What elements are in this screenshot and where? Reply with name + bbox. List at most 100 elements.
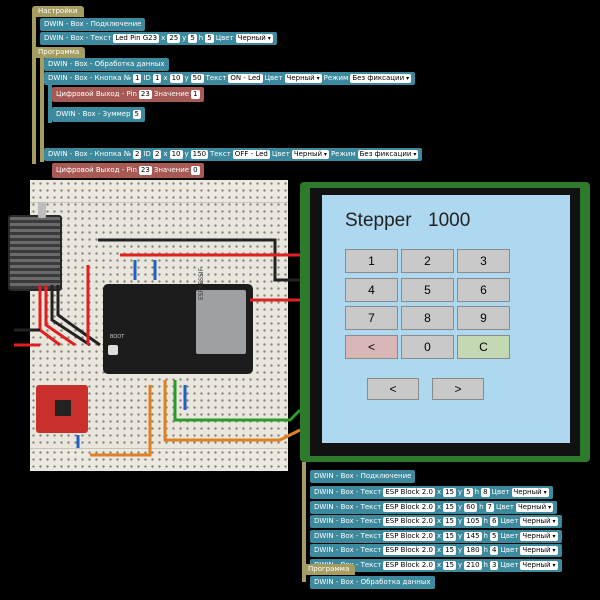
x-field[interactable]: 15 — [443, 488, 457, 497]
pin-field[interactable]: 23 — [138, 90, 152, 99]
hmi-key-4[interactable]: 4 — [345, 277, 398, 302]
h-field[interactable]: 4 — [489, 546, 499, 555]
color-dropdown[interactable]: Черный — [520, 546, 558, 555]
settings-header[interactable]: Настройки — [32, 6, 84, 17]
rail — [48, 85, 52, 123]
hmi-key-5[interactable]: 5 — [401, 277, 454, 302]
color-dropdown[interactable]: Черный — [291, 150, 329, 159]
x-field[interactable]: 15 — [443, 531, 457, 541]
connect-block[interactable]: DWIN - Box - Подключение — [40, 18, 146, 31]
h-field[interactable]: 5 — [205, 34, 214, 43]
hmi-value: 1000 — [428, 210, 471, 231]
num-field[interactable]: 2 — [133, 150, 142, 159]
text-field[interactable]: ON - Led — [228, 74, 263, 83]
x-field[interactable]: 25 — [167, 34, 181, 43]
x-field[interactable]: 15 — [443, 560, 457, 570]
data-handler-block-2[interactable]: DWIN - Box - Обработка данных — [310, 576, 435, 589]
hmi-key-clear[interactable]: C — [457, 334, 510, 359]
h-field[interactable]: 7 — [485, 502, 494, 512]
value-field[interactable]: 0 — [191, 166, 200, 175]
color-dropdown[interactable]: Черный — [515, 502, 554, 512]
font-field[interactable]: ESP Block 2.0 — [383, 517, 435, 526]
hmi-key-6[interactable]: 6 — [457, 277, 510, 302]
x-field[interactable]: 15 — [443, 517, 457, 526]
connect-block-2[interactable]: DWIN - Box - Подключение — [310, 470, 416, 483]
boot-button — [108, 345, 118, 355]
hmi-key-1[interactable]: 1 — [345, 249, 398, 273]
hmi-nav-prev-button[interactable]: < — [367, 378, 419, 400]
hmi-key-0[interactable]: 0 — [401, 334, 454, 359]
y-field[interactable]: 5 — [188, 34, 197, 43]
boot-label: BOOT — [110, 334, 125, 340]
driver-chip — [55, 400, 71, 416]
esp32-module — [196, 290, 246, 354]
font-field[interactable]: Led Pin G23 — [113, 34, 160, 43]
color-dropdown[interactable]: Черный — [235, 34, 273, 43]
hmi-nav-next-button[interactable]: > — [432, 378, 484, 400]
h-field[interactable]: 6 — [489, 517, 499, 526]
color-dropdown[interactable]: Черный — [520, 560, 558, 570]
y-field[interactable]: 210 — [464, 560, 482, 570]
num-field[interactable]: 1 — [133, 74, 142, 83]
font-field[interactable]: ESP Block 2.0 — [383, 560, 435, 570]
text-field[interactable]: OFF - Led — [232, 150, 270, 159]
rail — [40, 58, 44, 162]
font-field[interactable]: ESP Block 2.0 — [383, 488, 435, 497]
mode-dropdown[interactable]: Без фиксации — [357, 150, 419, 159]
value-field[interactable]: 1 — [191, 90, 200, 99]
data-handler-block[interactable]: DWIN - Box - Обработка данных — [44, 58, 169, 71]
h-field[interactable]: 3 — [489, 560, 499, 570]
breadboard-rail-top — [30, 180, 288, 203]
hmi-key-back[interactable]: < — [345, 334, 398, 359]
y-field[interactable]: 50 — [190, 74, 204, 83]
rail — [32, 16, 36, 164]
id-field[interactable]: 2 — [152, 150, 162, 159]
x-field[interactable]: 10 — [169, 74, 183, 83]
hmi-key-3[interactable]: 3 — [457, 249, 510, 273]
y-field[interactable]: 105 — [464, 517, 482, 526]
hmi-key-2[interactable]: 2 — [401, 249, 454, 273]
color-dropdown[interactable]: Черный — [520, 517, 558, 526]
hmi-key-9[interactable]: 9 — [457, 306, 510, 330]
h-field[interactable]: 8 — [481, 488, 490, 497]
color-dropdown[interactable]: Черный — [284, 74, 322, 83]
y-field[interactable]: 5 — [464, 488, 473, 497]
x-field[interactable]: 15 — [443, 502, 457, 512]
y-field[interactable]: 150 — [190, 150, 209, 159]
program-header[interactable]: Программа — [32, 47, 86, 58]
x-field[interactable]: 15 — [443, 546, 457, 555]
mode-dropdown[interactable]: Без фиксации — [350, 74, 412, 83]
hmi-key-7[interactable]: 7 — [345, 306, 398, 330]
stepper-motor — [8, 215, 62, 291]
stepper-shaft — [38, 202, 46, 218]
y-field[interactable]: 60 — [464, 502, 478, 512]
pin-field[interactable]: 23 — [138, 166, 152, 175]
hmi-title: Stepper — [345, 210, 412, 231]
color-dropdown[interactable]: Черный — [511, 488, 549, 497]
id-field[interactable]: 1 — [152, 74, 162, 83]
hmi-key-8[interactable]: 8 — [401, 306, 454, 330]
rail — [302, 462, 306, 582]
font-field[interactable]: ESP Block 2.0 — [383, 546, 435, 555]
y-field[interactable]: 145 — [464, 531, 482, 541]
h-field[interactable]: 5 — [489, 531, 499, 541]
buzzer-field[interactable]: 5 — [132, 110, 141, 119]
y-field[interactable]: 180 — [464, 546, 482, 555]
x-field[interactable]: 10 — [169, 150, 183, 159]
color-dropdown[interactable]: Черный — [520, 531, 558, 541]
font-field[interactable]: ESP Block 2.0 — [383, 531, 435, 541]
program-header-2[interactable]: Программа — [302, 564, 356, 575]
font-field[interactable]: ESP Block 2.0 — [383, 502, 435, 512]
